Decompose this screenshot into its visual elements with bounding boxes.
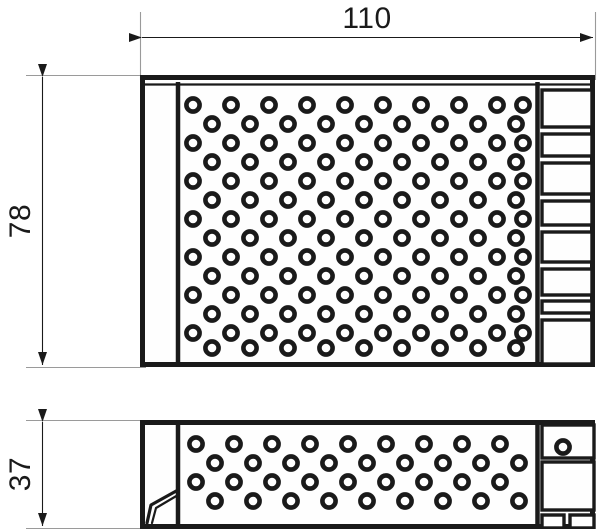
front-view-end-plate <box>535 423 596 529</box>
end-plate-foot-tab <box>568 513 596 529</box>
terminal-segment <box>540 199 594 227</box>
terminal-segment <box>540 299 594 315</box>
dimension-lines <box>38 33 593 526</box>
front-view-bracket-chamfer-inner <box>150 493 180 525</box>
end-plate-lower-panel <box>540 460 596 512</box>
terminal-segment <box>540 318 594 366</box>
front-view <box>140 420 596 529</box>
terminal-segment <box>540 230 594 264</box>
front-view-outline <box>140 420 595 529</box>
dimension-label-depth: 37 <box>4 457 37 491</box>
terminal-segment <box>540 88 594 129</box>
terminal-segment <box>540 132 594 158</box>
top-view-terminal-block <box>535 82 594 366</box>
dimension-label-height: 78 <box>4 204 37 238</box>
dimension-label-width: 110 <box>342 2 391 35</box>
top-view-vent-holes <box>184 96 532 357</box>
end-plate-foot-tab <box>540 513 566 529</box>
front-view-vent-holes <box>187 435 528 510</box>
screw-hole-icon <box>554 438 572 456</box>
terminal-segment <box>540 161 594 196</box>
front-view-bracket-chamfer <box>145 488 180 525</box>
top-view <box>140 75 595 367</box>
terminal-segment <box>540 267 594 297</box>
